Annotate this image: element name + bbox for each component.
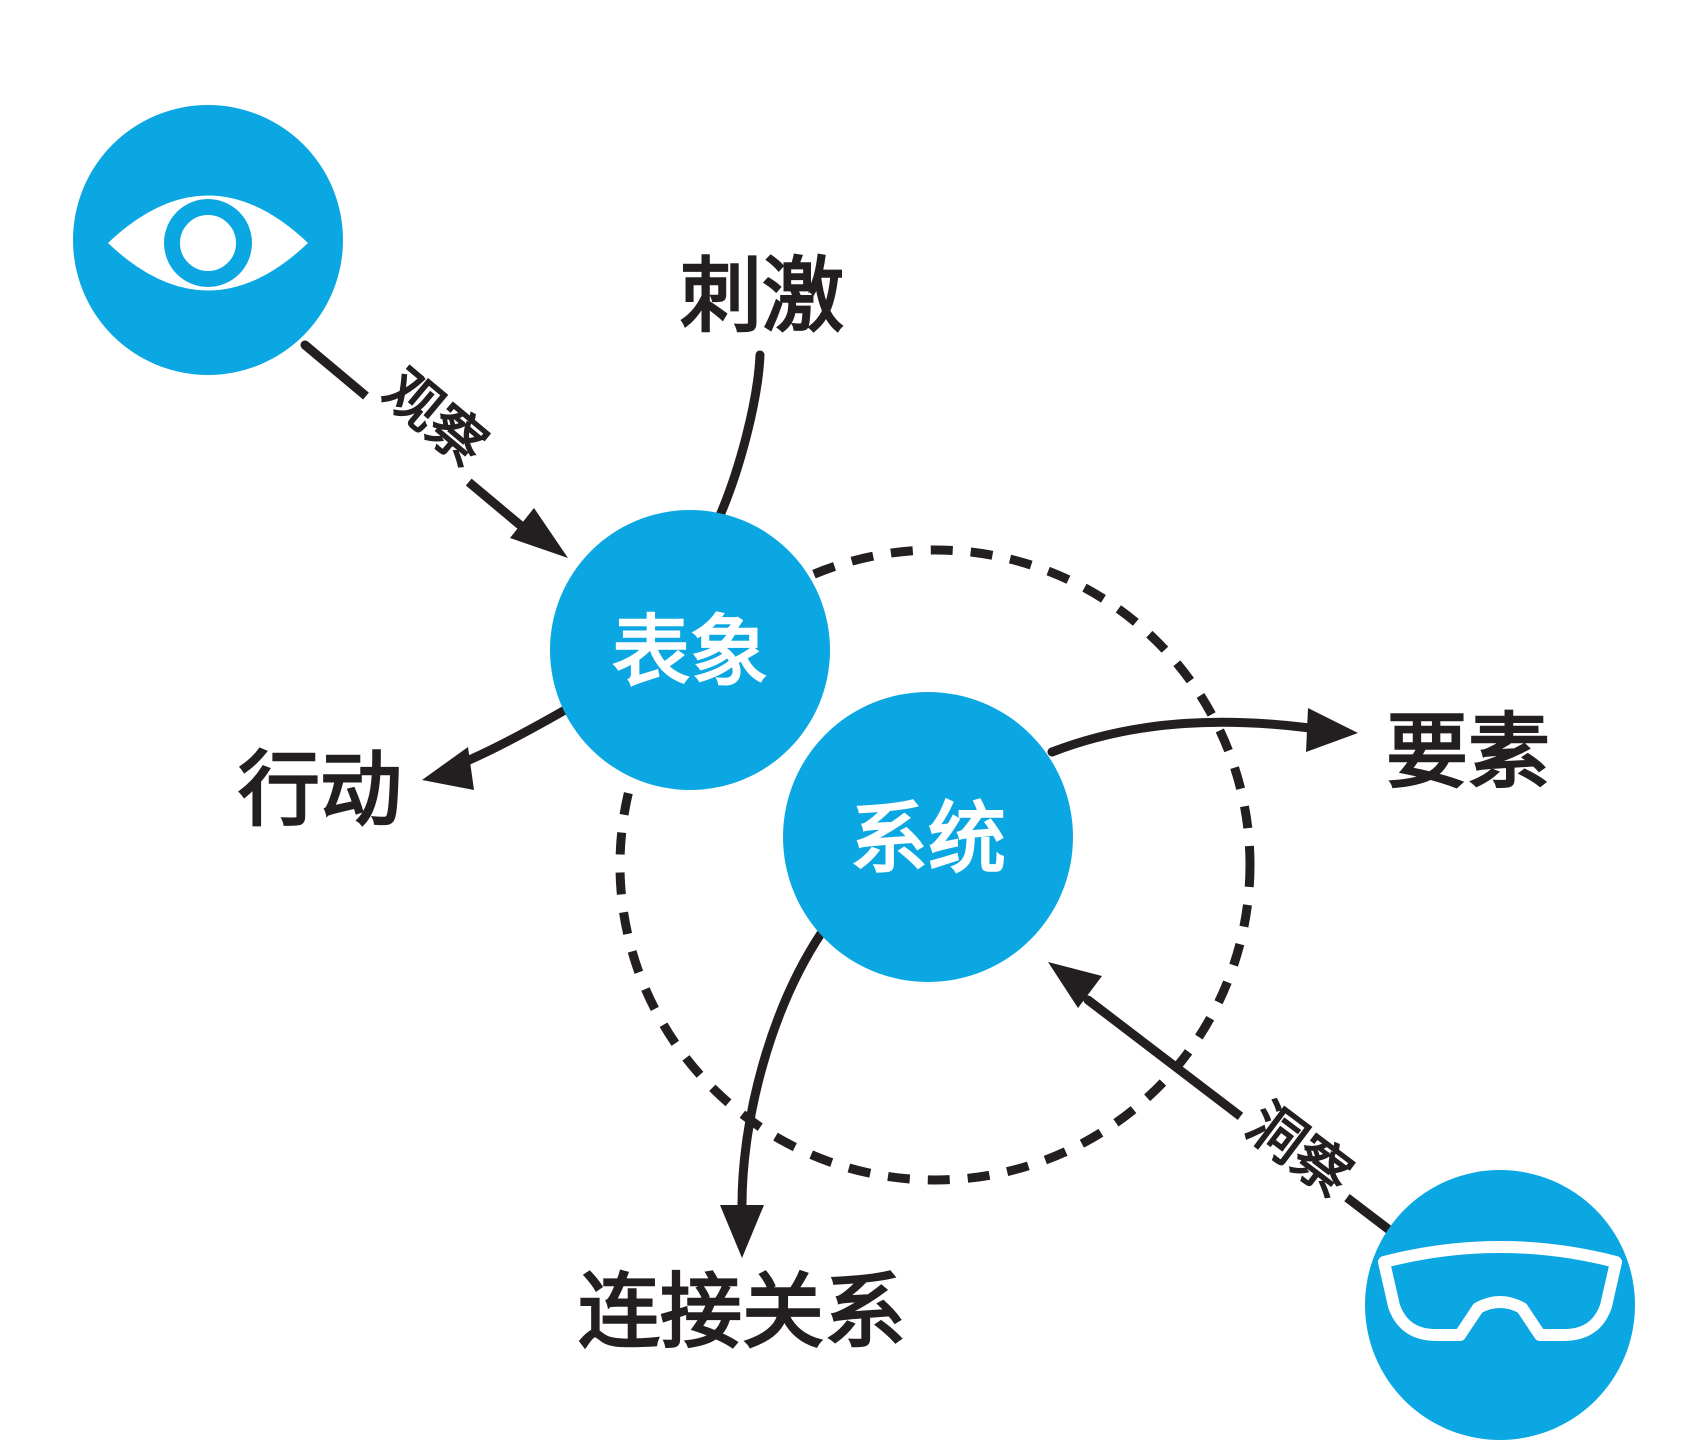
system-node: 系统 — [783, 692, 1073, 982]
relations-arrowhead — [720, 1205, 764, 1258]
observe-arrowhead — [510, 508, 568, 558]
insight-arrowhead — [1048, 962, 1102, 1008]
action-label: 行动 — [238, 742, 402, 838]
relations-connector — [737, 927, 827, 1210]
system-boundary-dashed-circle — [615, 545, 1255, 1185]
elements-arrowhead — [1306, 708, 1358, 752]
action-arrowhead — [422, 747, 474, 790]
system-label: 系统 — [850, 794, 1006, 885]
elements-connector — [1047, 717, 1315, 757]
goggles-icon — [1378, 1241, 1622, 1341]
insight-node — [1365, 1170, 1635, 1440]
elements-label: 要素 — [1386, 704, 1550, 800]
observer-node — [73, 105, 343, 375]
relations-label: 连接关系 — [578, 1264, 906, 1360]
stimulus-connector — [713, 350, 765, 525]
observe-label-backdrop — [357, 344, 513, 492]
insight-label-backdrop — [1221, 1077, 1377, 1223]
eye-icon — [108, 195, 308, 291]
action-connector — [450, 705, 570, 771]
appearance-node: 表象 — [550, 510, 830, 790]
stimulus-label: 刺激 — [680, 248, 844, 344]
system-node-circle — [783, 692, 1073, 982]
appearance-label: 表象 — [612, 607, 768, 698]
appearance-node-circle — [550, 510, 830, 790]
